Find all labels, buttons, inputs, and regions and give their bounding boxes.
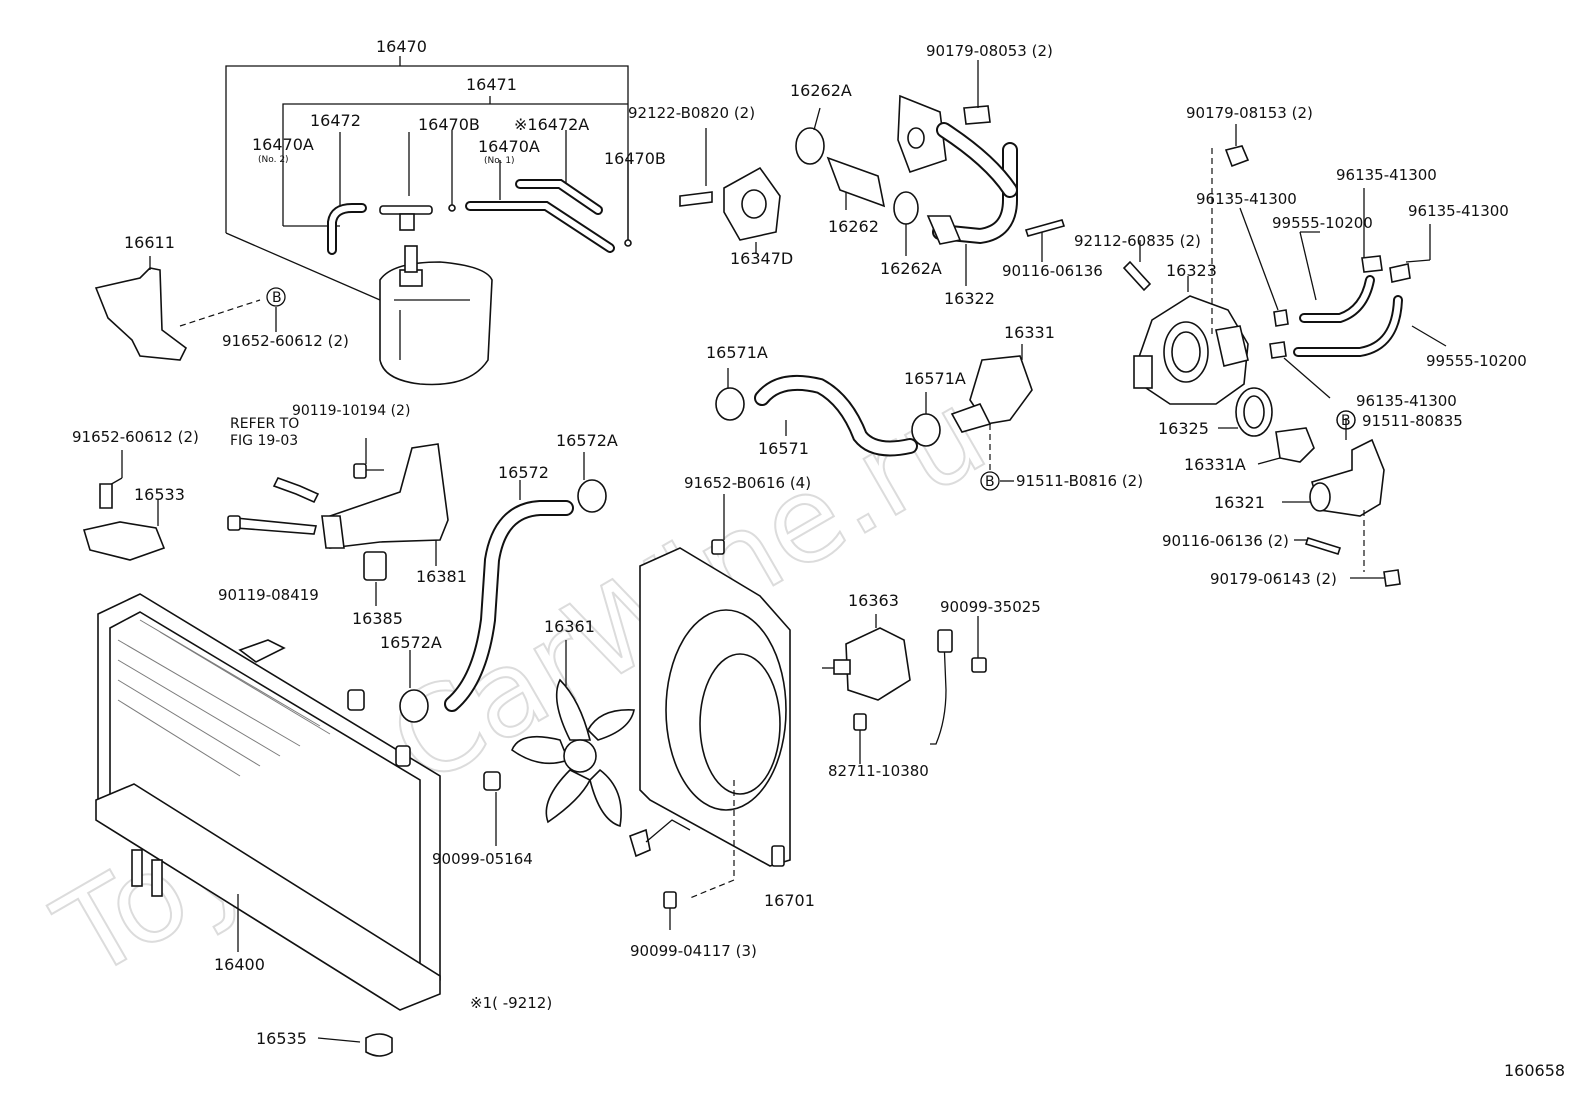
label-16471: 16471 xyxy=(466,75,517,94)
fan-motor xyxy=(822,614,987,764)
note-no2: (No. 2) xyxy=(258,155,289,165)
bolt-marker: B xyxy=(985,474,995,490)
label-90099-05164: 90099-05164 xyxy=(432,850,533,868)
label-91511-B0816: 91511-B0816 (2) xyxy=(1016,472,1143,490)
label-16347D: 16347D xyxy=(730,249,793,268)
label-16470A-no1: 16470A xyxy=(478,137,540,156)
label-96135-41300-b: 96135-41300 xyxy=(1336,166,1437,184)
label-16470: 16470 xyxy=(376,37,427,56)
label-90116-06136-a: 90116-06136 xyxy=(1002,262,1103,280)
label-16533: 16533 xyxy=(134,485,185,504)
diagram-number: 160658 xyxy=(1504,1061,1565,1080)
label-16571A-b: 16571A xyxy=(904,369,966,388)
label-96135-41300-d: 96135-41300 xyxy=(1356,392,1457,410)
label-16400: 16400 xyxy=(214,955,265,974)
support-group xyxy=(82,438,449,606)
label-91652-60612-b: 91652-60612 (2) xyxy=(72,428,199,446)
label-16323: 16323 xyxy=(1166,261,1217,280)
label-16470B-a: 16470B xyxy=(418,115,480,134)
label-16262: 16262 xyxy=(828,217,879,236)
label-16571A-a: 16571A xyxy=(706,343,768,362)
label-90119-10194: 90119-10194 (2) xyxy=(292,403,410,419)
label-91511-80835: 91511-80835 xyxy=(1362,412,1463,430)
label-16385: 16385 xyxy=(352,609,403,628)
label-16331A: 16331A xyxy=(1184,455,1246,474)
label-16470B-b: 16470B xyxy=(604,149,666,168)
label-16321: 16321 xyxy=(1214,493,1265,512)
label-90179-06143: 90179-06143 (2) xyxy=(1210,570,1337,588)
label-90179-08153: 90179-08153 (2) xyxy=(1186,104,1313,122)
label-90179-08053: 90179-08053 (2) xyxy=(926,42,1053,60)
label-16363: 16363 xyxy=(848,591,899,610)
water-pump-group xyxy=(1122,124,1447,587)
label-16325: 16325 xyxy=(1158,419,1209,438)
reservoir-group: B xyxy=(94,56,632,386)
label-16262A-a: 16262A xyxy=(790,81,852,100)
label-16611: 16611 xyxy=(124,233,175,252)
label-96135-41300-c: 96135-41300 xyxy=(1408,202,1509,220)
label-96135-41300-a: 96135-41300 xyxy=(1196,190,1297,208)
label-16381: 16381 xyxy=(416,567,467,586)
label-16470A-no2: 16470A xyxy=(252,135,314,154)
label-16701: 16701 xyxy=(764,891,815,910)
label-16572A-a: 16572A xyxy=(556,431,618,450)
label-16535: 16535 xyxy=(256,1029,307,1048)
water-pipe-group xyxy=(679,60,1066,286)
label-16571: 16571 xyxy=(758,439,809,458)
fan xyxy=(483,640,635,846)
label-16331: 16331 xyxy=(1004,323,1055,342)
label-90116-06136-b: 90116-06136 (2) xyxy=(1162,532,1289,550)
label-92122-B0820: 92122-B0820 (2) xyxy=(628,104,755,122)
bolt-marker: B xyxy=(1341,413,1351,429)
label-90119-08419: 90119-08419 xyxy=(218,586,319,604)
label-16472A: ※16472A xyxy=(514,115,589,134)
label-90099-35025: 90099-35025 xyxy=(940,598,1041,616)
fan-shroud xyxy=(629,494,791,930)
bolt-marker: B xyxy=(272,290,282,306)
label-16361: 16361 xyxy=(544,617,595,636)
label-90099-04117: 90099-04117 (3) xyxy=(630,942,757,960)
refer-line-2: FIG 19-03 xyxy=(230,433,298,449)
label-91652-B0616: 91652-B0616 (4) xyxy=(684,474,811,492)
label-91652-60612-a: 91652-60612 (2) xyxy=(222,332,349,350)
part-labels: 16470 16471 16472 16470A (No. 2) 16470B … xyxy=(72,37,1565,1080)
label-16572: 16572 xyxy=(498,463,549,482)
label-16322: 16322 xyxy=(944,289,995,308)
note-no1: (No. 1) xyxy=(484,156,515,166)
radiator xyxy=(95,593,441,1057)
refer-line-1: REFER TO xyxy=(230,416,299,432)
label-99555-10200-b: 99555-10200 xyxy=(1426,352,1527,370)
label-99555-10200-a: 99555-10200 xyxy=(1272,214,1373,232)
label-16262A-b: 16262A xyxy=(880,259,942,278)
label-82711-10380: 82711-10380 xyxy=(828,762,929,780)
upper-hose-group xyxy=(715,344,1033,491)
label-92112-60835: 92112-60835 (2) xyxy=(1074,232,1201,250)
footnote: ※1( -9212) xyxy=(470,994,552,1012)
label-16472: 16472 xyxy=(310,111,361,130)
label-16572A-b: 16572A xyxy=(380,633,442,652)
lower-hose-group xyxy=(399,452,607,723)
